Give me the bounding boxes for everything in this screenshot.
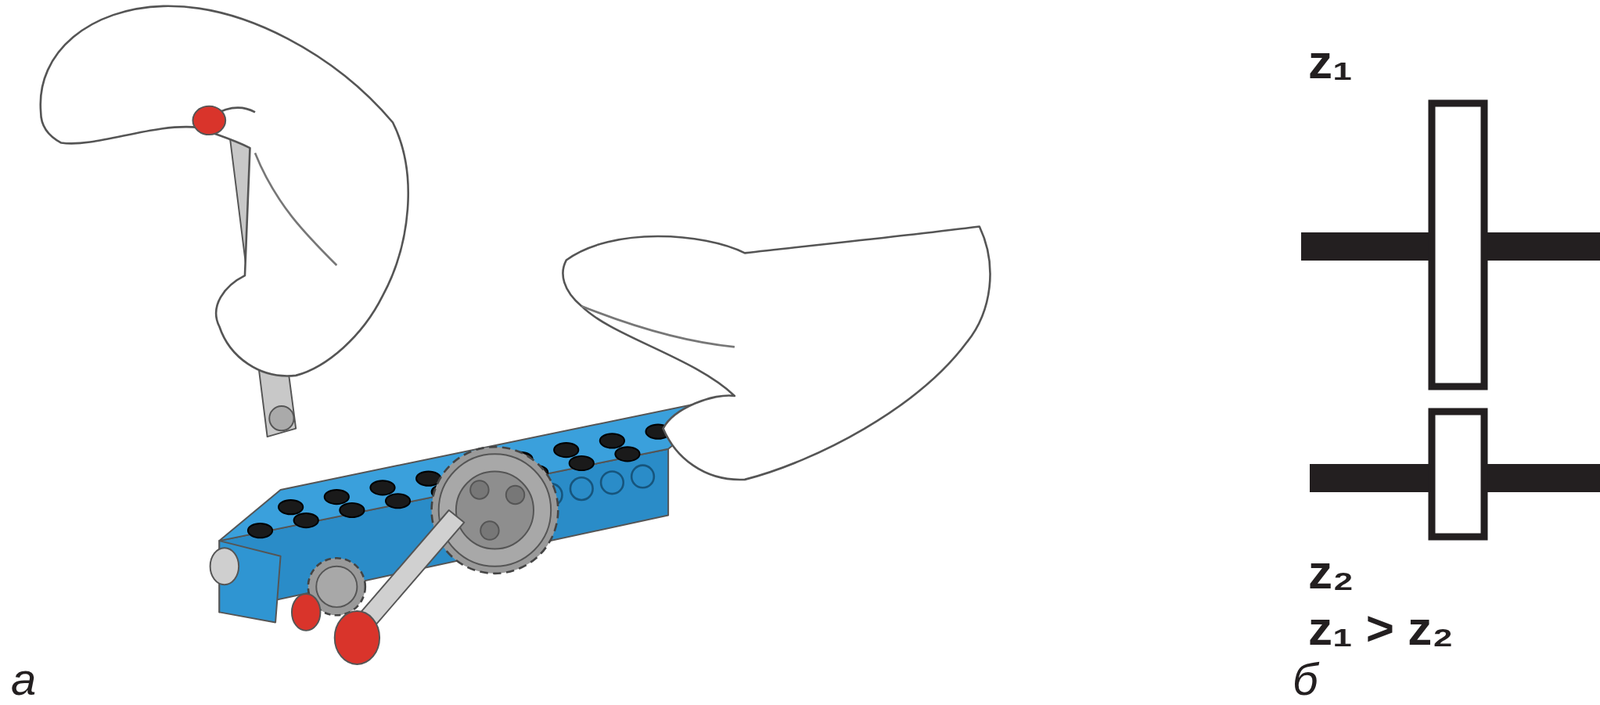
red-bush <box>334 611 380 665</box>
left-hand <box>40 6 409 377</box>
gear-label: z₁ <box>1308 37 1353 87</box>
gear-large <box>431 446 559 574</box>
gear-z1 <box>1431 103 1485 387</box>
ratio-note: z₁ > z₂ <box>1308 604 1454 653</box>
gear-label: z₂ <box>1308 547 1355 597</box>
lego-gear-model <box>40 6 991 665</box>
gear-scheme <box>1301 103 1600 537</box>
right-hand <box>562 226 990 480</box>
panel-letter: а <box>10 656 36 702</box>
gear-z2 <box>1431 411 1485 537</box>
panel-letter: б <box>1292 656 1319 702</box>
